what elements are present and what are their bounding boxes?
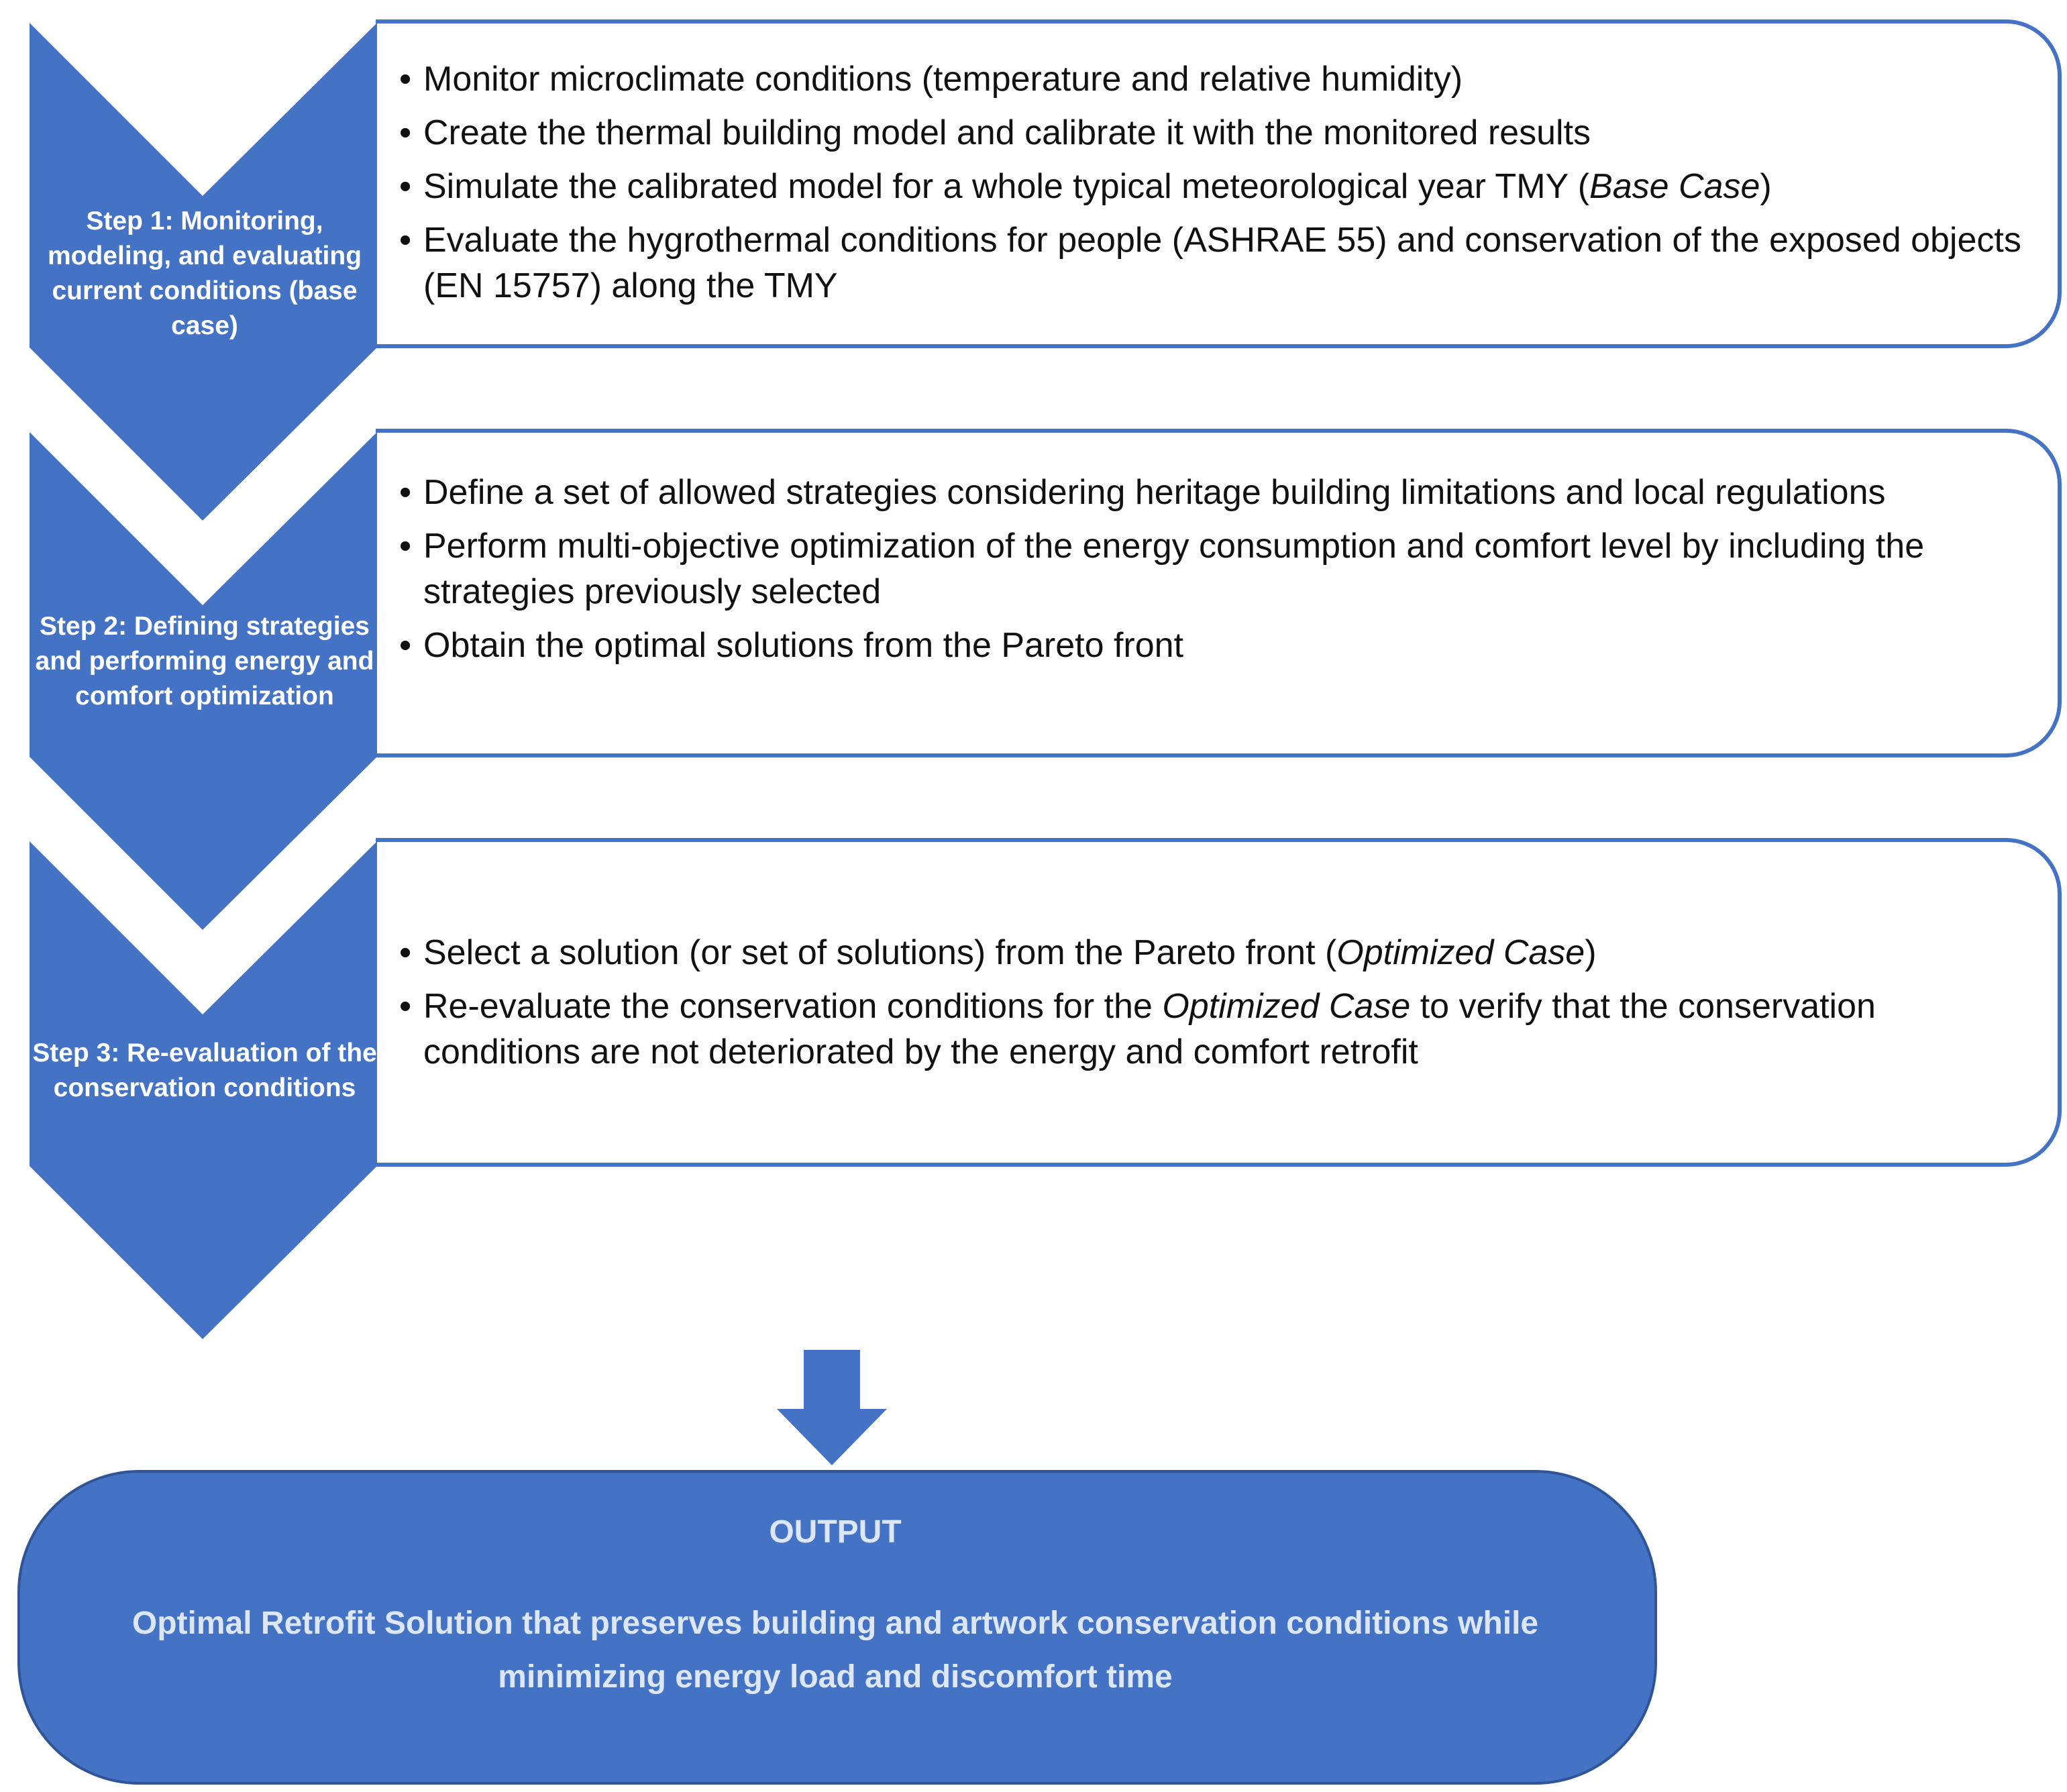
bullet-text: Select a solution (or set of solutions) … <box>423 933 1337 972</box>
step-3-bullet-1: Select a solution (or set of solutions) … <box>399 930 2023 976</box>
step-3-label: Step 3: Re-evaluation of the conservatio… <box>32 1039 377 1102</box>
step-2-bullet-list: Define a set of allowed strategies consi… <box>399 470 2023 676</box>
step-2-chevron <box>30 432 377 930</box>
bullet-text: ) <box>1585 933 1597 972</box>
bullet-text: Create the thermal building model and ca… <box>423 113 1591 152</box>
output-box <box>17 1470 1657 1785</box>
emphasized-term: Optimized Case <box>1162 987 1411 1026</box>
step-1-bullet-3: Simulate the calibrated model for a whol… <box>399 164 2023 209</box>
step-1-label: Step 1: Monitoring, modeling, and evalua… <box>47 207 362 340</box>
bullet-text: Evaluate the hygrothermal conditions for… <box>423 221 2021 305</box>
step-1-bullet-list: Monitor microclimate conditions (tempera… <box>399 56 2023 317</box>
bullet-text: Simulate the calibrated model for a whol… <box>423 167 1590 206</box>
step-3-bullet-list: Select a solution (or set of solutions) … <box>399 930 2023 1083</box>
emphasized-term: Base Case <box>1589 167 1760 206</box>
bullet-text: Re-evaluate the conservation conditions … <box>423 987 1163 1026</box>
step-1-bullet-1: Monitor microclimate conditions (tempera… <box>399 56 2023 102</box>
bullet-text: Define a set of allowed strategies consi… <box>423 473 1886 512</box>
step-1-bullet-2: Create the thermal building model and ca… <box>399 110 2023 156</box>
down-arrow <box>777 1350 887 1465</box>
bullet-text: to verify that the conservation conditio… <box>423 987 1876 1071</box>
step-2-label: Step 2: Defining strategies and performi… <box>35 612 374 710</box>
bullet-text: ) <box>1760 167 1772 206</box>
step-1-chevron <box>30 23 377 521</box>
step-3-chevron <box>30 841 377 1339</box>
step-2-bullet-2: Perform multi-objective optimization of … <box>399 523 2023 615</box>
output-title: OUTPUT <box>769 1514 902 1550</box>
step-2-bullet-1: Define a set of allowed strategies consi… <box>399 470 2023 515</box>
output-description: Optimal Retrofit Solution that preserves… <box>131 1605 1539 1695</box>
emphasized-term: Optimized Case <box>1336 933 1585 972</box>
bullet-text: Obtain the optimal solutions from the Pa… <box>423 626 1184 665</box>
step-1-bullet-4: Evaluate the hygrothermal conditions for… <box>399 217 2023 309</box>
step-3-bullet-2: Re-evaluate the conservation conditions … <box>399 984 2023 1075</box>
bullet-text: Monitor microclimate conditions (tempera… <box>423 60 1463 99</box>
step-2-bullet-3: Obtain the optimal solutions from the Pa… <box>399 623 2023 668</box>
bullet-text: Perform multi-objective optimization of … <box>423 527 1925 611</box>
